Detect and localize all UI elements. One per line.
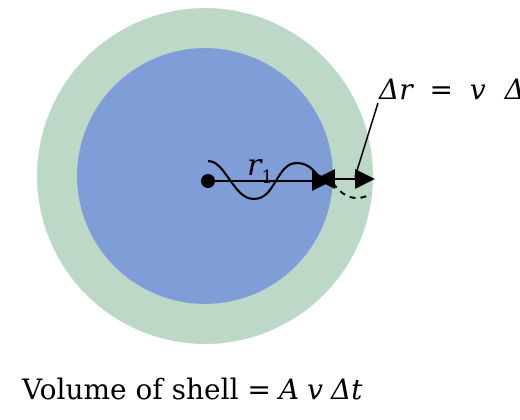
caption-area-symbol: A (278, 373, 300, 406)
wavy-ray-path (207, 159, 332, 201)
velocity-label: v (470, 73, 486, 106)
equals-label: = (430, 73, 453, 106)
caption-prefix: Volume of shell = (22, 373, 271, 406)
shell-thickness-label: Δr = v Δt (378, 73, 520, 106)
caption-delta-t-symbol: Δt (330, 373, 363, 406)
radius-symbol: r (247, 148, 263, 183)
delta-r-label: Δr (378, 73, 414, 106)
caption-velocity-symbol: v (307, 373, 323, 406)
radius-subscript: 1 (261, 167, 272, 188)
radius-label: r1 (247, 148, 273, 188)
delta-t-label: Δt (504, 73, 520, 106)
label-leader-line (354, 102, 379, 178)
shell-dashed-continuation (332, 182, 372, 199)
